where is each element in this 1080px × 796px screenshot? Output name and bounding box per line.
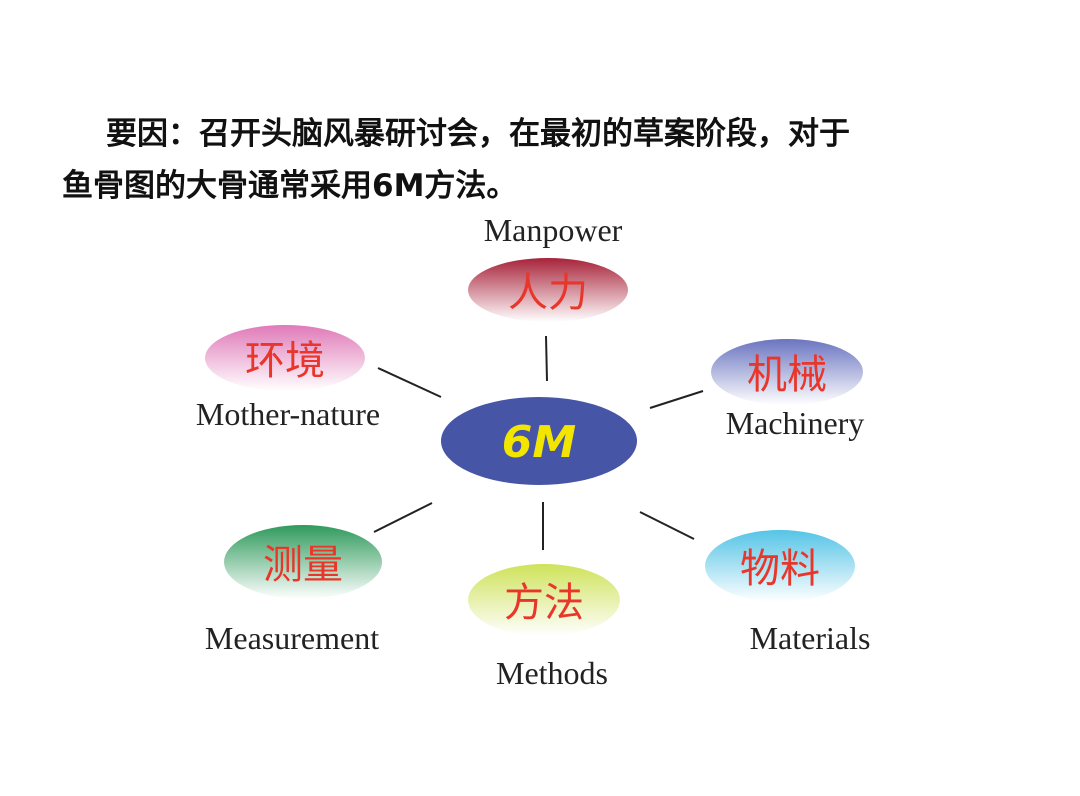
factor-en-label: Manpower (484, 212, 623, 248)
factor-machinery: 机械 Machinery (711, 339, 864, 441)
factor-ellipse (205, 325, 365, 391)
factor-mother-nature: 环境 Mother-nature (196, 325, 380, 432)
connector-mother-nature (377, 367, 442, 398)
slide-heading: 要因：召开头脑风暴研讨会，在最初的草案阶段，对于 鱼骨图的大骨通常采用6M方法。 (62, 108, 1022, 212)
factor-zh-label: 环境 (245, 338, 325, 384)
factor-ellipse (468, 564, 620, 636)
heading-line-2: 鱼骨图的大骨通常采用6M方法。 (62, 168, 518, 204)
factor-ellipse (705, 530, 855, 602)
factor-zh-label: 测量 (263, 542, 343, 588)
factor-en-label: Mother-nature (196, 396, 380, 432)
factor-en-label: Machinery (726, 405, 865, 441)
factor-zh-label: 物料 (740, 546, 820, 592)
factor-measurement: 测量 Measurement (205, 525, 382, 656)
factor-methods: 方法 Methods (468, 564, 620, 691)
factor-en-label: Materials (750, 620, 871, 656)
heading-line-1: 要因：召开头脑风暴研讨会，在最初的草案阶段，对于 (106, 116, 850, 152)
factor-ellipse (224, 525, 382, 599)
connector-machinery (649, 390, 704, 409)
factor-zh-label: 方法 (504, 580, 584, 626)
connector-manpower (545, 335, 548, 382)
factor-en-label: Methods (496, 655, 608, 691)
factor-zh-label: 人力 (508, 270, 588, 316)
factor-ellipse (711, 339, 863, 405)
center-ellipse (441, 397, 637, 485)
factor-materials: 物料 Materials (705, 530, 870, 656)
factor-zh-label: 机械 (747, 352, 827, 398)
connector-materials (639, 511, 695, 540)
center-label: 6M (502, 417, 576, 468)
connector-measurement (373, 502, 433, 533)
factor-manpower: Manpower 人力 (468, 212, 628, 322)
factor-en-label: Measurement (205, 620, 379, 656)
factor-ellipse (468, 258, 628, 322)
